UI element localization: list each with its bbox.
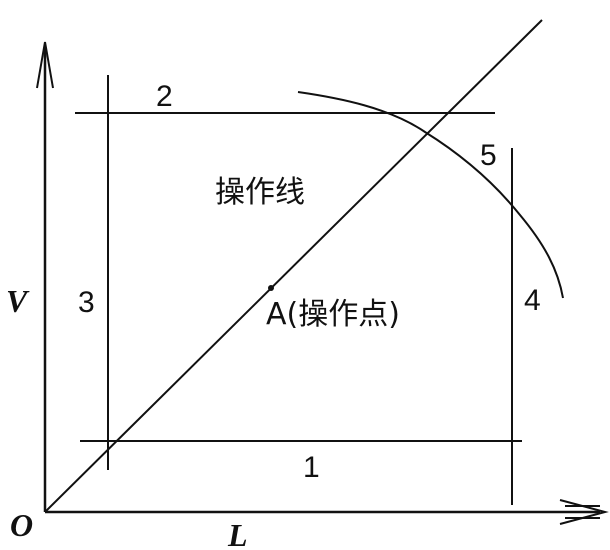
label-line-4: 4 [524, 284, 541, 317]
curve-5 [297, 91, 564, 299]
label-x-axis: L [227, 517, 248, 550]
x-axis-arrow [559, 499, 609, 525]
label-operating-line: 操作线 [215, 175, 305, 210]
label-line-3: 3 [78, 286, 95, 319]
y-axis-arrow [36, 41, 54, 89]
label-origin: O [10, 507, 33, 543]
label-operating-point: A(操作点) [266, 297, 400, 332]
operating-line [44, 19, 543, 513]
label-line-2: 2 [156, 80, 173, 113]
label-y-axis: V [6, 283, 30, 319]
operating-point-marker [268, 285, 274, 291]
label-line-1: 1 [303, 451, 320, 484]
label-curve-5: 5 [480, 139, 497, 172]
